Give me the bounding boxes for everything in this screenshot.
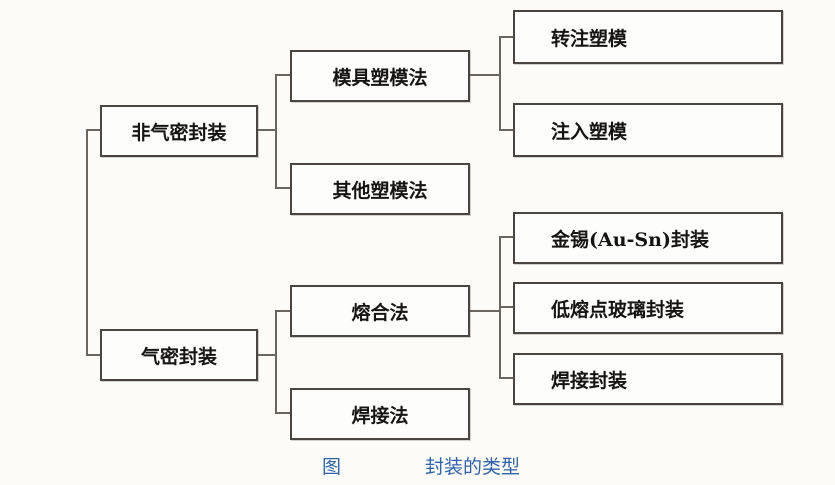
node-au-sn-packaging: 金锡(Au-Sn)封装: [513, 212, 783, 264]
connector-root1-branch: [275, 74, 290, 189]
trunk-connector: [86, 129, 100, 356]
figure-label: 图: [322, 456, 342, 478]
node-hermetic-packaging: 气密封装: [100, 329, 258, 381]
node-other-molding: 其他塑模法: [290, 163, 470, 215]
node-welding-method: 焊接法: [290, 388, 470, 440]
connector-mid1-branch: [499, 36, 513, 131]
node-low-melting-glass-packaging: 低熔点玻璃封装: [513, 282, 783, 334]
node-transfer-molding: 转注塑模: [513, 10, 783, 64]
connector-root2-branch: [275, 310, 290, 414]
node-non-hermetic-packaging: 非气密封装: [100, 105, 258, 157]
node-welded-packaging: 焊接封装: [513, 353, 783, 405]
node-mold-molding: 模具塑模法: [290, 50, 470, 102]
node-fusion-method: 熔合法: [290, 285, 470, 337]
node-injection-molding: 注入塑模: [513, 103, 783, 157]
figure-title: 封装的类型: [425, 456, 521, 478]
